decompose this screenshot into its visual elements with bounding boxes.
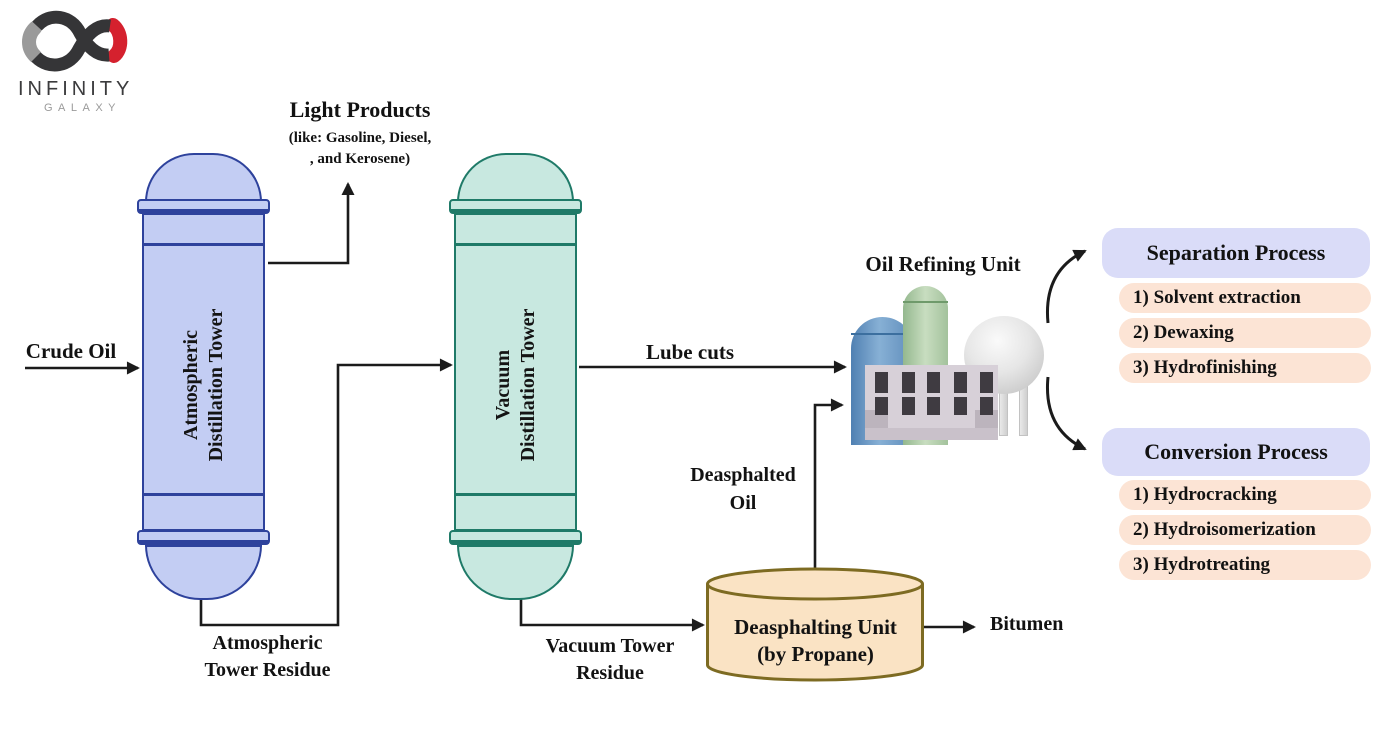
window [927,372,940,393]
atm-residue-line2: Tower Residue [204,659,331,681]
separation-item-3: 3) Hydrofinishing [1119,353,1371,383]
window [875,397,888,415]
window [875,372,888,393]
tower-seam-line [454,493,577,496]
light-products-sub2: , and Kerosene) [309,151,411,167]
deasphalted-oil-line2: Oil [729,492,757,514]
window [902,397,915,415]
light-products-arrow [268,182,355,265]
tower-flange-bottom [137,530,270,545]
conversion-item-1: 1) Hydrocracking [1119,480,1371,510]
separation-item-2: 2) Dewaxing [1119,318,1371,348]
tower-label-line2: Distillation Tower [516,309,539,462]
tower-label-line1: Atmospheric [179,330,202,441]
tower-dome-bottom [457,545,574,600]
atmospheric-tower-label: Atmospheric Distillation Tower [179,220,229,550]
atmospheric-residue-label: Atmospheric Tower Residue [165,630,370,684]
tower-flange-top [449,199,582,214]
tower-seam-line [142,493,265,496]
separation-item-1: 1) Solvent extraction [1119,283,1371,313]
deasphalted-oil-label: Deasphalted Oil [663,461,823,517]
window [954,372,967,393]
tower-flange-top [137,199,270,214]
vac-residue-line1: Vacuum Tower [545,635,675,657]
atm-residue-line1: Atmospheric [212,632,323,654]
lube-cuts-label: Lube cuts [645,340,735,364]
window [980,397,993,415]
to-separation-curved-arrow [1045,249,1087,324]
deasphalted-oil-line1: Deasphalted [690,464,796,486]
light-products-title: Light Products [289,97,431,122]
refinery-building-icon [865,365,998,440]
vacuum-distillation-tower: Vacuum Distillation Tower [449,153,582,600]
tower-dome-bottom [145,545,262,600]
deasphalted-oil-line [813,398,844,574]
separation-process-header: Separation Process [1102,228,1370,278]
tower-seam-line [454,243,577,246]
bitumen-label: Bitumen [990,613,1064,635]
crude-oil-label: Crude Oil [25,339,117,363]
light-products-label: Light Products (like: Gasoline, Diesel, … [240,97,480,168]
atmospheric-distillation-tower: Atmospheric Distillation Tower [137,153,270,600]
deasphalting-line1: Deasphalting Unit [734,615,897,639]
deasphalting-unit-label: Deasphalting Unit (by Propane) [708,614,923,668]
atmospheric-residue-line [199,358,453,627]
oil-refining-unit-title: Oil Refining Unit [865,252,1021,276]
window [954,397,967,415]
light-products-sub1: (like: Gasoline, Diesel, [288,130,432,146]
to-conversion-curved-arrow [1045,376,1087,451]
tower-label-line2: Distillation Tower [204,309,227,462]
infinity-galaxy-logo: INFINITY GALAXY [18,8,133,114]
sphere-leg [1019,386,1028,436]
conversion-process-header: Conversion Process [1102,428,1370,476]
tower-body [454,213,577,531]
vacuum-residue-line [519,594,705,632]
window [980,372,993,393]
building-base [865,428,998,440]
infinity-logo-icon [22,10,128,72]
conversion-item-2: 2) Hydroisomerization [1119,515,1371,545]
vac-residue-line2: Residue [576,662,644,684]
tower-flange-bottom [449,530,582,545]
vacuum-tower-label: Vacuum Distillation Tower [491,220,541,550]
window [927,397,940,415]
conversion-item-3: 3) Hydrotreating [1119,550,1371,580]
vacuum-residue-label: Vacuum Tower Residue [515,633,705,687]
logo-sub-text: GALAXY [44,102,122,114]
tower-seam-line [142,243,265,246]
deasphalting-line2: (by Propane) [757,642,874,666]
deasphalting-unit-cylinder [706,567,924,682]
logo-brand-text: INFINITY [18,78,134,100]
window [902,372,915,393]
tower-label-line1: Vacuum [491,350,514,421]
